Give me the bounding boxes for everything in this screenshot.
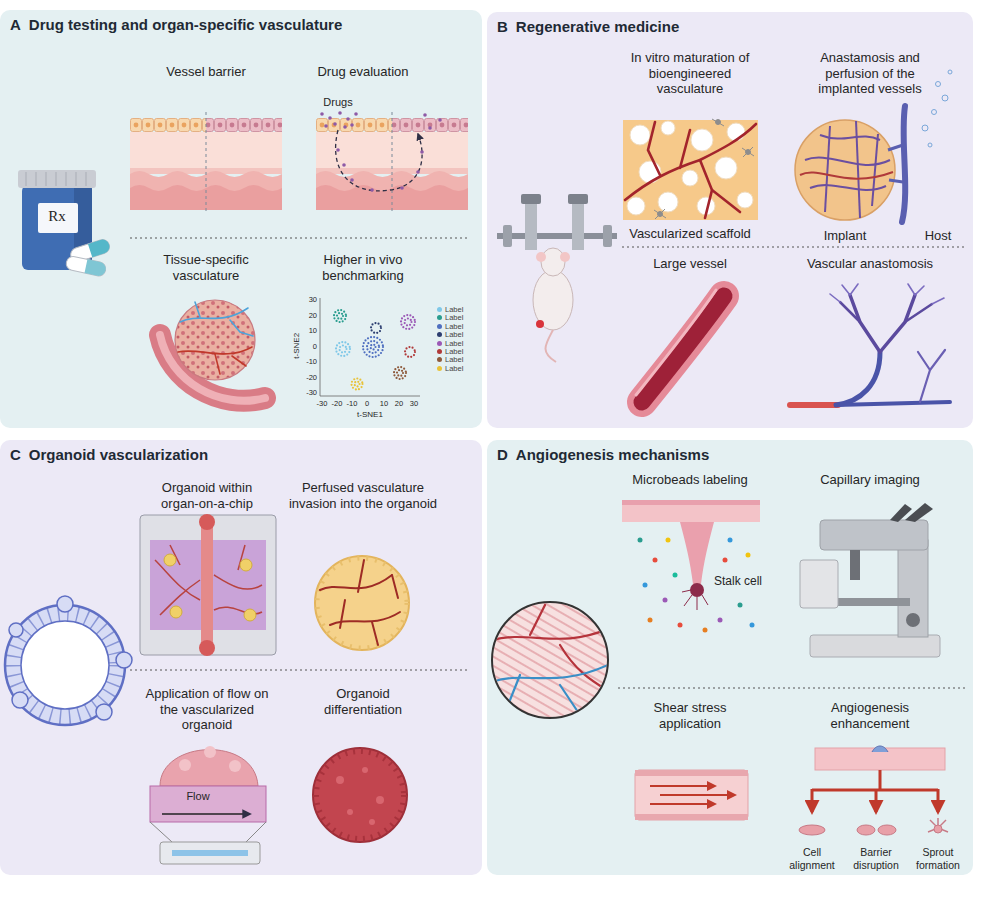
caption-text: Drug evaluation xyxy=(298,64,428,80)
axis-label: 0 xyxy=(357,399,377,408)
caption-text: Implant xyxy=(815,228,875,244)
perfused-organoid xyxy=(315,556,409,650)
legend-text: Label xyxy=(445,356,463,364)
stereotaxic-mouse xyxy=(497,194,617,362)
caption-text: Cell alignment xyxy=(782,846,842,871)
microbeads-sprout xyxy=(622,500,760,633)
legend-text: Label xyxy=(445,314,463,322)
flow-organoid xyxy=(150,746,266,864)
caption-text: Anastamosis and perfusion of the implant… xyxy=(800,50,940,97)
caption-text: Sprout formation xyxy=(908,846,968,871)
caption-text: Drugs xyxy=(313,96,363,109)
panel-letter: C xyxy=(10,446,21,463)
axis-label: -10 xyxy=(342,399,362,408)
vascularized-scaffold xyxy=(623,119,758,220)
legend-text: Label xyxy=(445,323,463,331)
differentiated-organoid xyxy=(313,748,407,842)
caption-text: Large vessel xyxy=(630,256,750,272)
caption-text: Capillary imaging xyxy=(795,472,945,488)
caption-text: Rx xyxy=(39,207,75,225)
axis-label: 20 xyxy=(389,399,409,408)
magnifier xyxy=(492,602,610,718)
pill-bottle xyxy=(18,170,111,277)
panel-title: Angiogenesis mechanisms xyxy=(516,446,709,463)
legend-swatch xyxy=(437,324,442,329)
vessel-barrier xyxy=(130,112,468,214)
anastomosis xyxy=(790,284,950,405)
legend-text: Label xyxy=(445,340,463,348)
caption-text: Stalk cell xyxy=(714,574,774,588)
organ-on-chip xyxy=(140,514,276,656)
caption-text: Flow xyxy=(178,790,218,803)
caption-text: Application of flow on the vascularized … xyxy=(145,686,270,733)
caption-text: Host xyxy=(918,228,958,244)
caption-text: Organoid differentiation xyxy=(303,686,423,717)
panel-letter: A xyxy=(10,16,21,33)
caption-text: Vessel barrier xyxy=(141,64,271,80)
legend-swatch xyxy=(437,341,442,346)
microscope xyxy=(800,503,940,657)
legend-text: Label xyxy=(445,306,463,314)
shear-stress xyxy=(635,770,748,820)
drug-particles xyxy=(320,111,442,192)
caption-text: Microbeads labeling xyxy=(615,472,765,488)
legend-swatch xyxy=(437,307,442,312)
panel-heading: D Angiogenesis mechanisms xyxy=(497,446,709,464)
axis-label: -30 xyxy=(295,388,317,397)
legend-swatch xyxy=(437,366,442,371)
legend-text: Label xyxy=(445,365,463,373)
axis-label: 20 xyxy=(295,311,317,320)
legend-swatch xyxy=(437,349,442,354)
panel-title: Organoid vascularization xyxy=(29,446,208,463)
panel: D Angiogenesis mechanisms xyxy=(487,440,973,875)
panel-title: Regenerative medicine xyxy=(516,18,679,35)
tsne-plot xyxy=(320,298,420,396)
panel-letter: D xyxy=(497,446,508,463)
panel-letter: B xyxy=(497,18,508,35)
legend-text: Label xyxy=(445,348,463,356)
caption-text: Tissue-specific vasculature xyxy=(146,252,266,283)
caption-text: Higher in vivo benchmarking xyxy=(308,252,418,283)
axis-label: t-SNE2 xyxy=(292,326,302,366)
axis-label: -20 xyxy=(327,399,347,408)
panel-heading: B Regenerative medicine xyxy=(497,18,679,36)
axis-label: -30 xyxy=(312,399,332,408)
caption-text: Organoid within organ-on-a-chip xyxy=(147,480,267,511)
panel-heading: C Organoid vascularization xyxy=(10,446,208,464)
panel-heading: A Drug testing and organ-specific vascula… xyxy=(10,16,342,34)
caption-text: Vascularized scaffold xyxy=(620,226,760,242)
axis-label: 30 xyxy=(404,399,424,408)
axis-label: 30 xyxy=(295,295,317,304)
caption-text: Vascular anastomosis xyxy=(795,256,945,272)
caption-text: Shear stress application xyxy=(630,700,750,731)
large-vessel xyxy=(636,290,724,402)
legend-text: Label xyxy=(445,331,463,339)
panel-title: Drug testing and organ-specific vasculat… xyxy=(29,16,342,33)
caption-text: Perfused vasculature invasion into the o… xyxy=(288,480,438,511)
organoid-ring xyxy=(5,596,132,725)
axis-label: -20 xyxy=(295,373,317,382)
panel-grounds xyxy=(0,10,973,875)
caption-text: Barrier disruption xyxy=(845,846,907,871)
caption-text: Angiogenesis enhancement xyxy=(810,700,930,731)
caption-text: In vitro maturation of bioengineered vas… xyxy=(615,50,765,97)
axis-label: t-SNE1 xyxy=(345,410,395,420)
angiogenesis-enhancement xyxy=(799,746,948,835)
axis-label: 10 xyxy=(374,399,394,408)
tissue-vasculature xyxy=(160,300,265,401)
